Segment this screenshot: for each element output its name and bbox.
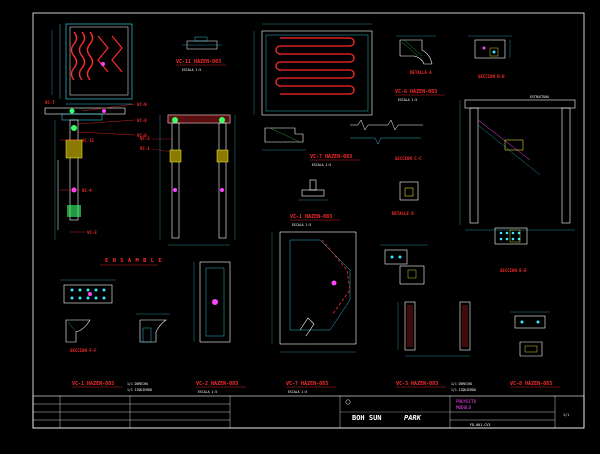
view-title-vc7: VC-7 HAZEN-083 bbox=[310, 154, 352, 160]
view-detail-top-right: SECCION B-B bbox=[468, 35, 512, 79]
view-small-box: DETALLE D bbox=[392, 181, 419, 216]
project-line-2: MODULO bbox=[456, 405, 472, 410]
svg-text:DETALLE A: DETALLE A bbox=[410, 70, 432, 75]
callout-vc9: VC-9 bbox=[137, 102, 147, 107]
legend-left-der: 1/1 DERECHO bbox=[127, 382, 148, 386]
view-title-vc6: VC-6 HAZEN-083 bbox=[395, 89, 437, 95]
project-line-1: PROYECTO bbox=[456, 399, 477, 404]
view-vc2: VC-2 HAZEN-083 ESCALA 1:5 bbox=[136, 261, 246, 394]
view-vc11-detail: VC-11 HAZEN-083 ESCALA 1:5 bbox=[176, 36, 226, 72]
logo-text: PARK bbox=[404, 414, 422, 422]
view-exploded-elevation: VC-7 VC-9 VC-8 VC-6 VC-11 VC-4 VC-3 bbox=[44, 100, 147, 240]
view-title-vc3: VC-3 HAZEN-083 bbox=[396, 381, 438, 387]
view-title-vc2: VC-2 HAZEN-083 bbox=[196, 381, 238, 387]
view-bolt-pattern-right: SECCION E-E bbox=[494, 227, 528, 273]
callout-vc1: VC-1 bbox=[140, 146, 150, 151]
view-vc6-coil: VC-6 HAZEN-083 ESCALA 1:5 bbox=[253, 23, 445, 116]
svg-text:ESCALA 1:5: ESCALA 1:5 bbox=[198, 390, 217, 394]
legend-right-der: 1/1 DERECHO bbox=[451, 382, 472, 386]
svg-text:ESCALA 1:5: ESCALA 1:5 bbox=[312, 163, 331, 167]
callout-vc3: VC-3 bbox=[87, 230, 97, 235]
view-title-vc11: VC-11 HAZEN-083 bbox=[176, 59, 221, 65]
view-title-vc1a: VC-1 HAZEN-083 bbox=[290, 214, 332, 220]
view-title-vc1-bottom: VC-1 HAZEN-083 bbox=[72, 381, 114, 387]
view-vc11-plan bbox=[51, 23, 133, 105]
svg-text:ESCALA 1:5: ESCALA 1:5 bbox=[288, 390, 307, 394]
view-vc7-plate: VC-7 HAZEN-083 ESCALA 1:5 bbox=[271, 231, 357, 394]
view-bottom-left-plate: SECCION F-F bbox=[60, 279, 116, 353]
svg-text:ESCALA 1:5: ESCALA 1:5 bbox=[398, 98, 417, 102]
svg-text:ESTRUCTURA: ESTRUCTURA bbox=[530, 95, 549, 99]
logo-mark-icon bbox=[345, 399, 351, 405]
svg-text:ESCALA 1:5: ESCALA 1:5 bbox=[292, 223, 311, 227]
callout-vc6: VC-6 bbox=[137, 133, 147, 138]
svg-text:DETALLE D: DETALLE D bbox=[392, 211, 414, 216]
svg-text:SECCION F-F: SECCION F-F bbox=[70, 348, 97, 353]
svg-text:SECCION C-C: SECCION C-C bbox=[395, 156, 422, 161]
callout-vc2: VC-2 bbox=[140, 136, 150, 141]
view-vc8: VC-8 HAZEN-083 bbox=[510, 311, 560, 388]
callout-vc11: VC-11 bbox=[82, 138, 95, 143]
view-section-profiles: SECCION C-C bbox=[350, 119, 423, 161]
title-block: BOH SUN PARK PROYECTO MODULO FD-001-CV3 … bbox=[32, 395, 585, 429]
view-side-elevation: ESTRUCTURA bbox=[459, 95, 576, 231]
company-name: BOH SUN bbox=[352, 414, 382, 422]
drawing-number: FD-001-CV3 bbox=[470, 423, 490, 427]
view-title-vc8: VC-8 HAZEN-083 bbox=[510, 381, 552, 387]
svg-text:ESCALA 1:5: ESCALA 1:5 bbox=[182, 68, 201, 72]
view-detail-middle: VC-7 HAZEN-083 ESCALA 1:5 bbox=[262, 127, 360, 167]
legend-left-izq: 1/1 IZQUIERDO bbox=[127, 388, 152, 392]
svg-text:SECCION E-E: SECCION E-E bbox=[500, 268, 527, 273]
view-portal-frame: VC-2 VC-1 bbox=[140, 114, 236, 246]
view-vc1-small: VC-1 HAZEN-083 ESCALA 1:5 bbox=[290, 179, 340, 227]
view-title-vc7b: VC-7 HAZEN-083 bbox=[286, 381, 328, 387]
view-bolt-pattern-center bbox=[380, 244, 428, 285]
callout-vc4: VC-4 bbox=[82, 188, 92, 193]
view-detail-section-a: DETALLE A bbox=[396, 35, 436, 75]
callout-vc8: VC-8 bbox=[137, 118, 147, 123]
legend-right-izq: 1/1 IZQUIERDO bbox=[451, 388, 476, 392]
view-title-ensamble: E N S A M B L E bbox=[105, 258, 162, 264]
svg-text:SECCION B-B: SECCION B-B bbox=[478, 74, 505, 79]
callout-vc7: VC-7 bbox=[45, 100, 55, 105]
sheet-number: 1/1 bbox=[563, 413, 569, 417]
view-vc3: VC-3 HAZEN-083 1/1 DERECHO 1/1 IZQUIERDO bbox=[396, 301, 476, 392]
